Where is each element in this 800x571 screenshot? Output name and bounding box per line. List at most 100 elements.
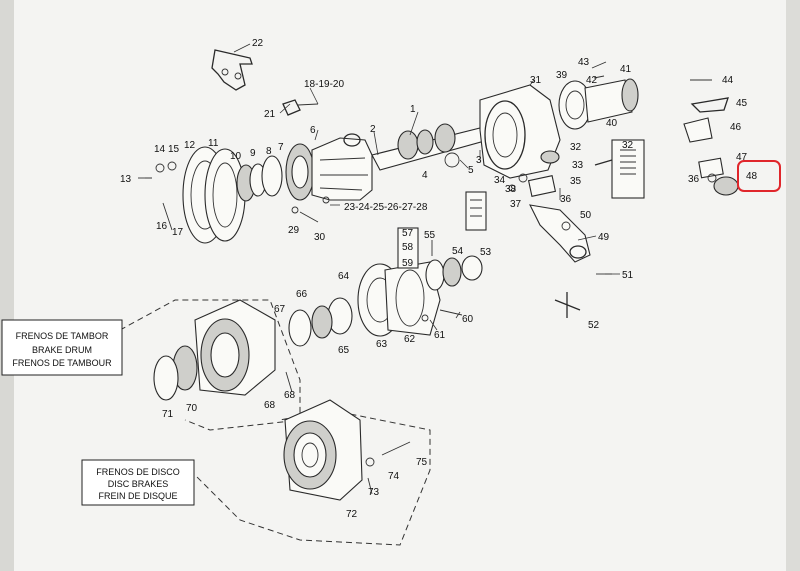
label-71: 71 <box>162 409 174 420</box>
label-55: 55 <box>424 230 436 241</box>
part-49-steering-arm <box>529 204 591 263</box>
label-74: 74 <box>388 471 400 482</box>
label-54: 54 <box>452 246 464 257</box>
part-7-flange <box>285 143 315 201</box>
part-68-bolt <box>285 371 293 393</box>
part-37-stud <box>465 191 487 231</box>
label-37: 37 <box>510 199 522 210</box>
part-34-nut <box>518 173 528 183</box>
part-35-plate <box>527 175 557 197</box>
label-68: 68 <box>284 390 296 401</box>
label-17: 17 <box>172 227 184 238</box>
label-14: 14 <box>154 144 166 155</box>
label-58: 58 <box>402 242 414 253</box>
part-18-20-bolt <box>297 103 319 106</box>
label-47: 47 <box>736 152 748 163</box>
part-38-washer <box>508 184 516 192</box>
part-54-seal <box>425 259 445 291</box>
part-73-pin <box>367 477 373 495</box>
part-15-washer <box>167 161 177 171</box>
label-7: 7 <box>278 142 284 153</box>
label-30: 30 <box>314 232 326 243</box>
label-15: 15 <box>168 144 180 155</box>
label-32: 32 <box>570 142 582 153</box>
label-45: 45 <box>736 98 748 109</box>
label-21: 21 <box>264 109 276 120</box>
label-66: 66 <box>296 289 308 300</box>
label-13: 13 <box>120 174 132 185</box>
part-57-59-pack <box>397 227 419 269</box>
part-68-drum-hub <box>194 299 276 396</box>
disc-region-outline <box>189 409 431 546</box>
part-36-washer <box>707 173 717 183</box>
part-32-leader <box>594 159 613 166</box>
label-4: 4 <box>422 170 428 181</box>
part-53-cap <box>461 255 483 281</box>
highlight-box-48 <box>737 160 781 192</box>
label-41: 41 <box>620 64 632 75</box>
label-73: 73 <box>368 487 380 498</box>
disc-brake-caption: FRENOS DE DISCO DISC BRAKES FREIN DE DIS… <box>81 459 195 506</box>
label-64: 64 <box>338 271 350 282</box>
part-31-axle-housing <box>479 84 561 179</box>
label-67: 67 <box>274 304 286 315</box>
part-41-hub-end <box>621 78 639 112</box>
label-29: 29 <box>288 225 300 236</box>
label-50: 50 <box>580 210 592 221</box>
scan-edge-left <box>0 0 14 571</box>
label-48: 48 <box>746 171 758 182</box>
label-42: 42 <box>586 75 598 86</box>
label-44: 44 <box>722 75 734 86</box>
label-33: 33 <box>572 160 584 171</box>
part-16-bolt <box>162 202 173 231</box>
part-61-washer <box>421 314 429 322</box>
part-66-bearing <box>311 305 333 339</box>
label-36: 36 <box>560 194 572 205</box>
label-39: 39 <box>556 70 568 81</box>
drum-caption-line3: FRENOS DE TAMBOUR <box>12 358 112 368</box>
disc-caption-line3: FREIN DE DISQUE <box>98 491 177 501</box>
part-42-43-hardware <box>591 61 607 79</box>
part-52-pin <box>554 292 581 318</box>
part-67-race <box>288 309 312 347</box>
label-62: 62 <box>404 334 416 345</box>
label-68b: 68 <box>264 400 276 411</box>
part-50-bushing <box>561 221 571 231</box>
label-8: 8 <box>266 146 272 157</box>
drum-brake-caption: FRENOS DE TAMBOR BRAKE DRUM FRENOS DE TA… <box>1 319 123 376</box>
part-40-hub-tube <box>584 79 633 123</box>
scan-edge-right <box>786 0 800 571</box>
label-59: 59 <box>402 258 414 269</box>
label-22: 22 <box>252 38 264 49</box>
part-71-seal <box>153 355 179 401</box>
part-8-ring <box>261 155 283 197</box>
label-60: 60 <box>462 314 474 325</box>
label-2: 2 <box>370 124 376 135</box>
part-labels: 22 18-19-20 21 1 2 3 4 5 6 7 8 9 10 11 1… <box>120 38 758 520</box>
part-74-washer <box>365 457 375 467</box>
label-40: 40 <box>606 118 618 129</box>
part-48-bushing <box>713 176 739 196</box>
leader-lines <box>145 43 620 331</box>
label-11: 11 <box>208 138 219 149</box>
drum-caption-line2: BRAKE DRUM <box>32 345 92 355</box>
label-34: 34 <box>494 175 506 186</box>
part-45-bracket <box>690 97 729 113</box>
label-36b: 36 <box>688 174 700 185</box>
label-72: 72 <box>346 509 358 520</box>
part-1-axle-shaft <box>371 123 489 171</box>
part-46-mount <box>683 117 713 143</box>
part-32-spring <box>620 149 636 175</box>
part-75-bolt <box>381 441 411 456</box>
part-6-knuckle-housing <box>311 133 373 201</box>
part-33-bushing <box>540 150 560 164</box>
part-5-ring <box>444 152 460 168</box>
part-23-28-kit <box>322 196 330 204</box>
label-32-box: 32 <box>622 140 634 151</box>
label-6: 6 <box>310 125 316 136</box>
drum-caption-line1: FRENOS DE TAMBOR <box>16 331 109 341</box>
label-61: 61 <box>434 330 446 341</box>
part-72-disc-hub <box>283 399 363 501</box>
